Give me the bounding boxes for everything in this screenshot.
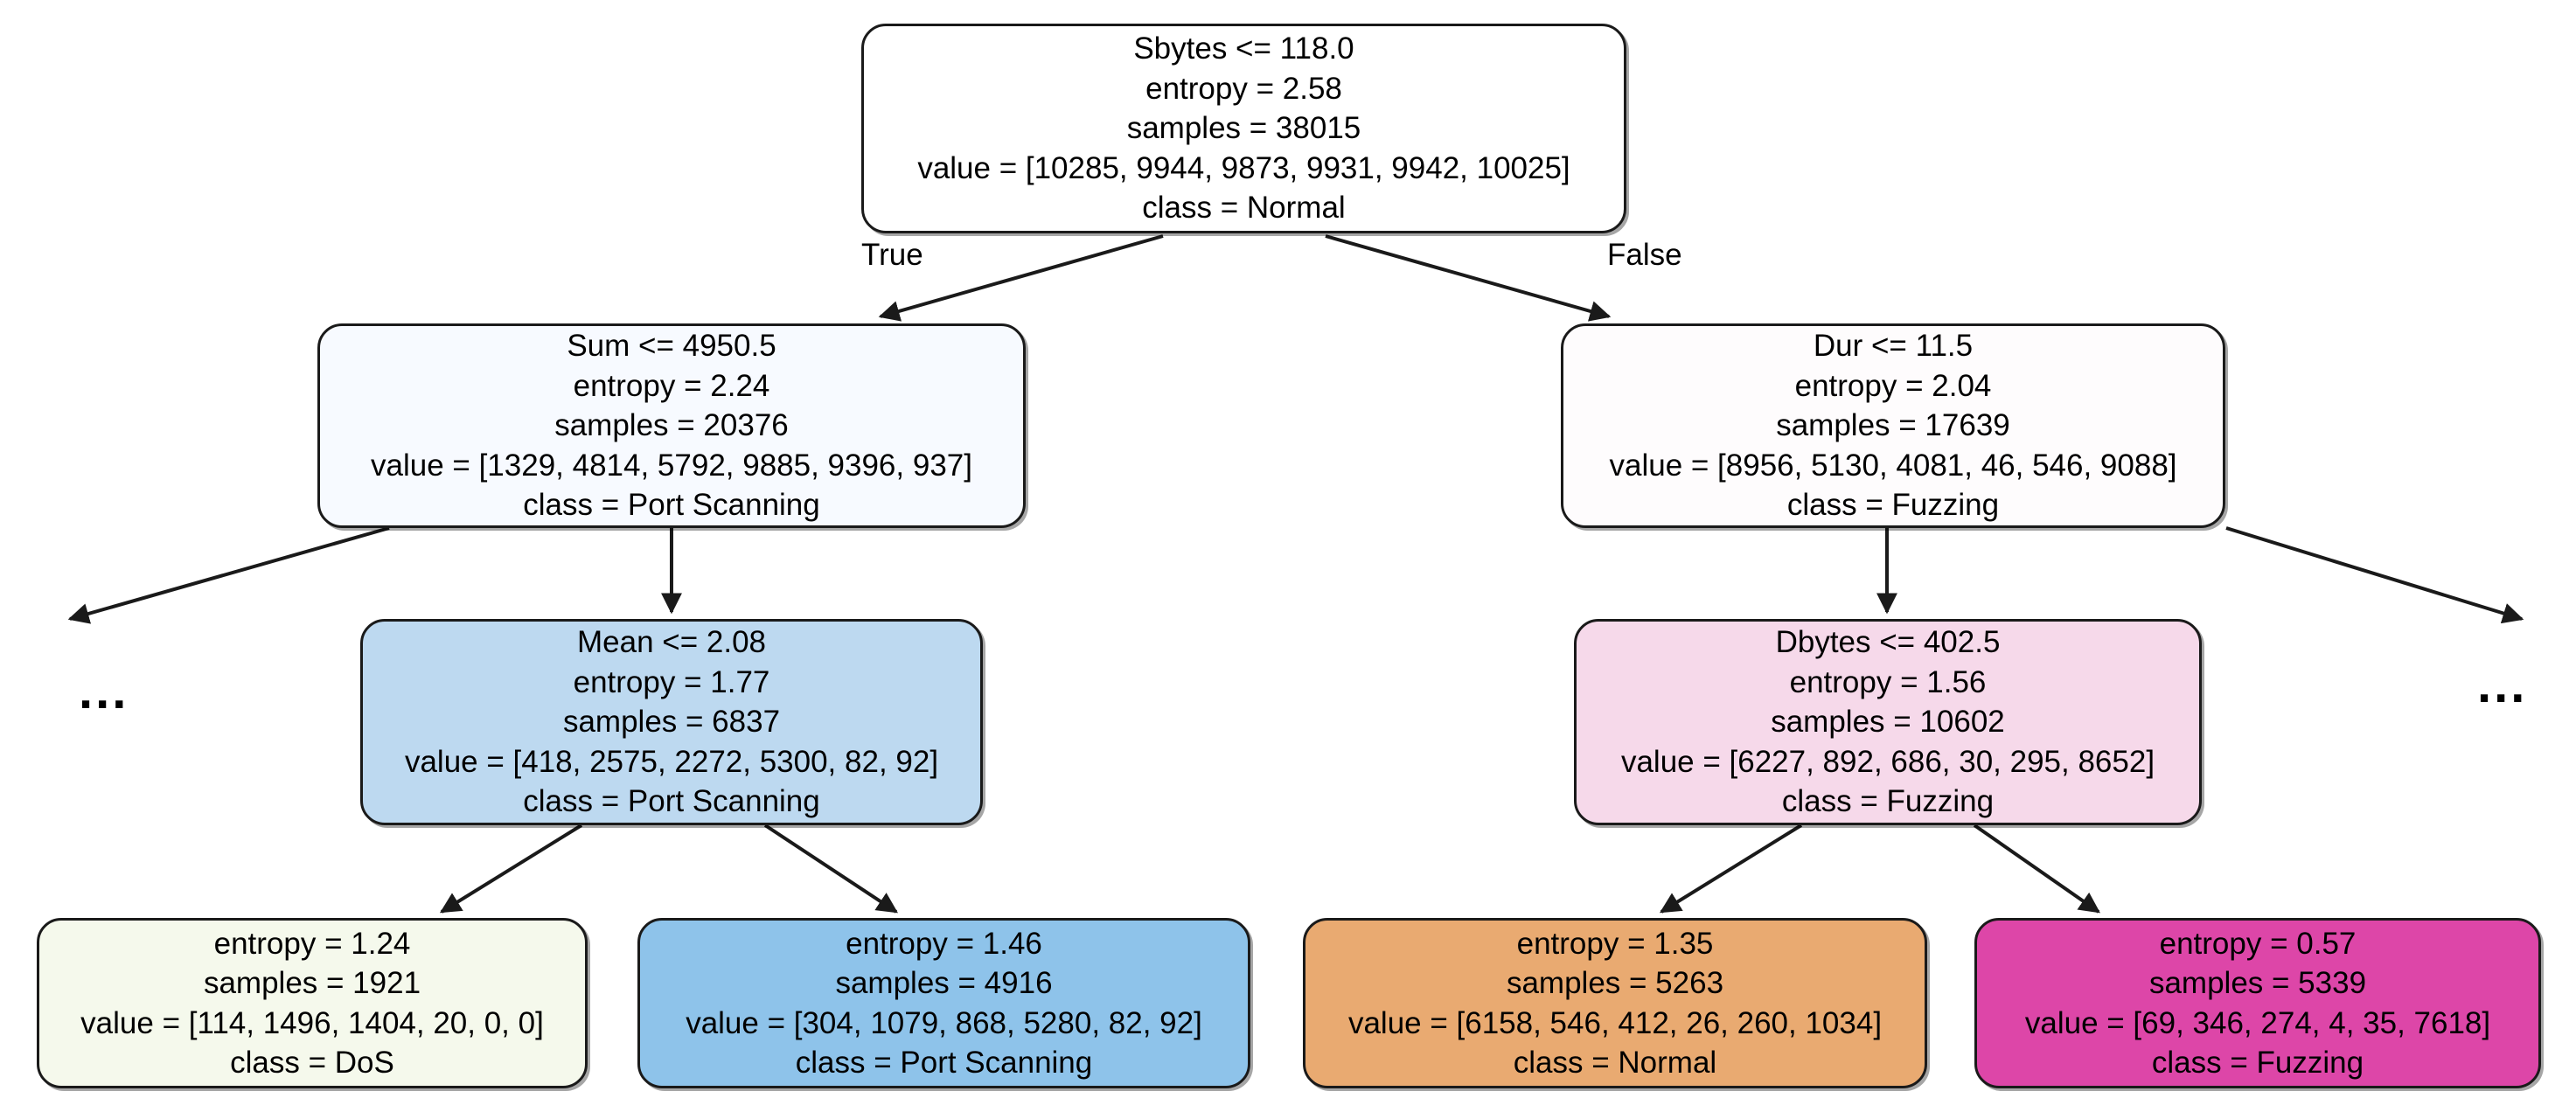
node-r2-samples: samples = 10602 bbox=[1771, 705, 2005, 740]
ellipsis-right-subtree: ... bbox=[2477, 657, 2528, 713]
node-r1-condition: Dur <= 11.5 bbox=[1813, 329, 1974, 364]
node-leaf4-value: value = [69, 346, 274, 4, 35, 7618] bbox=[2024, 1005, 2491, 1040]
edge-r2-to-leaf3 bbox=[1659, 824, 1803, 914]
node-leaf4-samples: samples = 5339 bbox=[2148, 966, 2367, 1000]
node-r2-entropy: entropy = 1.56 bbox=[1789, 664, 1987, 699]
node-leaf3-samples: samples = 5263 bbox=[1506, 966, 1724, 1000]
node-leaf4-entropy: entropy = 0.57 bbox=[2159, 926, 2357, 961]
node-leaf2-class: class = Port Scanning bbox=[795, 1046, 1093, 1080]
node-leaf1-entropy: entropy = 1.24 bbox=[213, 926, 411, 961]
edge-l1-to-ellipsis-left bbox=[67, 526, 390, 624]
node-l1-class: class = Port Scanning bbox=[523, 488, 820, 523]
node-l1-value: value = [1329, 4814, 5792, 9885, 9396, 9… bbox=[371, 448, 972, 483]
node-l1-condition: Sum <= 4950.5 bbox=[567, 329, 776, 364]
edge-r1-to-ellipsis-right bbox=[2225, 526, 2524, 624]
node-leaf-normal[interactable]: entropy = 1.35 samples = 5263 value = [6… bbox=[1303, 918, 1927, 1088]
node-root-entropy: entropy = 2.58 bbox=[1145, 71, 1342, 106]
edge-l2-to-leaf2 bbox=[763, 824, 899, 914]
node-root-class: class = Normal bbox=[1142, 191, 1346, 226]
node-root-value: value = [10285, 9944, 9873, 9931, 9942, … bbox=[917, 150, 1570, 185]
node-leaf3-entropy: entropy = 1.35 bbox=[1516, 926, 1714, 961]
node-l1-entropy: entropy = 2.24 bbox=[573, 368, 770, 403]
node-leaf-port-scanning[interactable]: entropy = 1.46 samples = 4916 value = [3… bbox=[637, 918, 1250, 1088]
node-r1-samples: samples = 17639 bbox=[1776, 408, 2010, 443]
node-leaf1-samples: samples = 1921 bbox=[203, 966, 421, 1000]
node-leaf-fuzzing[interactable]: entropy = 0.57 samples = 5339 value = [6… bbox=[1974, 918, 2541, 1088]
node-r1-value: value = [8956, 5130, 4081, 46, 546, 9088… bbox=[1609, 448, 2177, 483]
node-r1-entropy: entropy = 2.04 bbox=[1794, 368, 1992, 403]
node-leaf1-value: value = [114, 1496, 1404, 20, 0, 0] bbox=[80, 1005, 544, 1040]
edge-r2-to-leaf4 bbox=[1973, 824, 2100, 914]
node-l2-value: value = [418, 2575, 2272, 5300, 82, 92] bbox=[404, 744, 939, 779]
node-leaf3-value: value = [6158, 546, 412, 26, 260, 1034] bbox=[1347, 1005, 1883, 1040]
edge-label-true: True bbox=[861, 238, 923, 272]
node-dur-split[interactable]: Dur <= 11.5 entropy = 2.04 samples = 176… bbox=[1561, 323, 2225, 528]
node-l2-class: class = Port Scanning bbox=[523, 784, 820, 819]
node-r2-class: class = Fuzzing bbox=[1781, 784, 1995, 819]
ellipsis-left-subtree: ... bbox=[79, 663, 129, 719]
node-root[interactable]: Sbytes <= 118.0 entropy = 2.58 samples =… bbox=[861, 24, 1626, 233]
node-dbytes-split[interactable]: Dbytes <= 402.5 entropy = 1.56 samples =… bbox=[1574, 619, 2202, 825]
edge-label-false: False bbox=[1607, 238, 1682, 272]
node-l2-condition: Mean <= 2.08 bbox=[577, 625, 766, 660]
node-r1-class: class = Fuzzing bbox=[1786, 488, 2000, 523]
node-leaf2-entropy: entropy = 1.46 bbox=[846, 926, 1042, 961]
node-sum-split[interactable]: Sum <= 4950.5 entropy = 2.24 samples = 2… bbox=[317, 323, 1026, 528]
node-leaf-dos[interactable]: entropy = 1.24 samples = 1921 value = [1… bbox=[37, 918, 588, 1088]
node-leaf4-class: class = Fuzzing bbox=[2151, 1046, 2364, 1080]
edge-l2-to-leaf1 bbox=[439, 824, 583, 914]
node-leaf3-class: class = Normal bbox=[1513, 1046, 1717, 1080]
edge-root-to-right bbox=[1325, 234, 1612, 322]
node-l2-entropy: entropy = 1.77 bbox=[573, 664, 770, 699]
node-r2-condition: Dbytes <= 402.5 bbox=[1775, 625, 2001, 660]
node-root-samples: samples = 38015 bbox=[1126, 111, 1361, 146]
node-leaf2-samples: samples = 4916 bbox=[835, 966, 1053, 1000]
node-mean-split[interactable]: Mean <= 2.08 entropy = 1.77 samples = 68… bbox=[360, 619, 983, 825]
node-leaf2-value: value = [304, 1079, 868, 5280, 82, 92] bbox=[686, 1005, 1202, 1040]
node-l1-samples: samples = 20376 bbox=[554, 408, 789, 443]
node-l2-samples: samples = 6837 bbox=[562, 705, 781, 740]
node-r2-value: value = [6227, 892, 686, 30, 295, 8652] bbox=[1620, 744, 2155, 779]
node-leaf1-class: class = DoS bbox=[230, 1046, 394, 1080]
node-root-condition: Sbytes <= 118.0 bbox=[1133, 31, 1354, 66]
